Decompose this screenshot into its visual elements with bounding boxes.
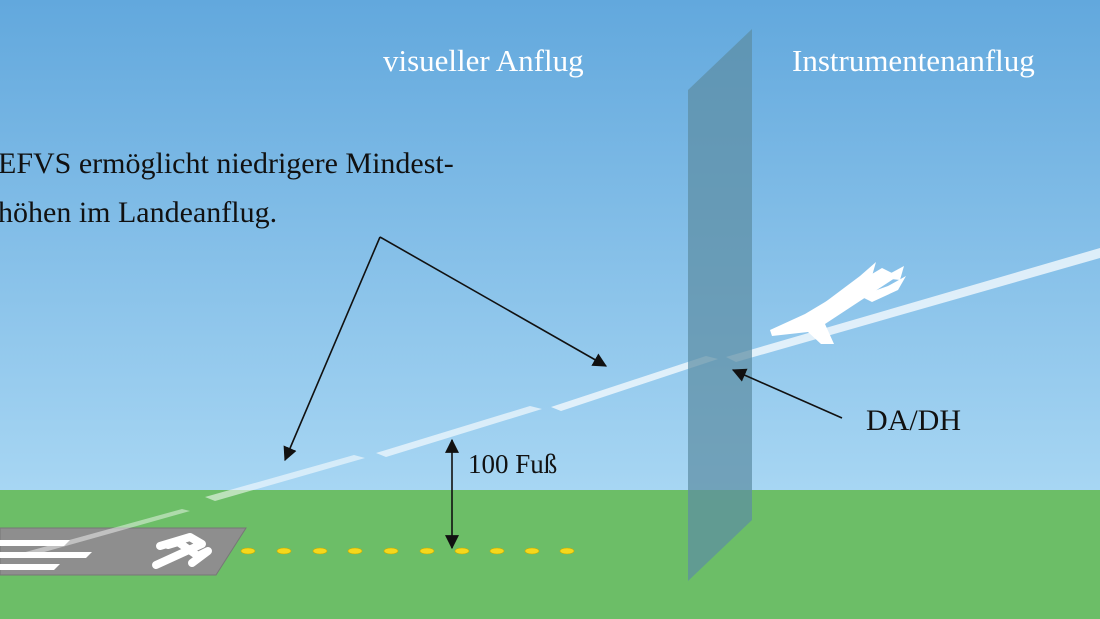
airplane-icon: [770, 262, 906, 344]
label-instrument-approach: Instrumentenanflug: [792, 43, 1035, 78]
runway-approach-lights: [240, 547, 575, 555]
glide-path: [22, 248, 1100, 556]
runway-number-27: [152, 533, 212, 569]
annotation-arrows: [283, 236, 843, 550]
decision-height-plane: [688, 29, 752, 581]
label-efvs-line1: EFVS ermöglicht niedrigere Mindest-: [0, 147, 454, 180]
sky: [0, 0, 1100, 490]
label-da-dh: DA/DH: [866, 404, 961, 437]
label-visual-approach: visueller Anflug: [383, 43, 584, 78]
arrow-to-upper-glide-path: [379, 236, 608, 367]
arrow-to-lower-glide-path: [283, 236, 381, 462]
label-efvs-line2: höhen im Landeanflug.: [0, 196, 277, 229]
runway: [0, 527, 247, 576]
label-100-feet: 100 Fuß: [468, 449, 557, 479]
runway-threshold-markings: [0, 540, 92, 570]
arrow-to-da-dh: [731, 368, 843, 419]
